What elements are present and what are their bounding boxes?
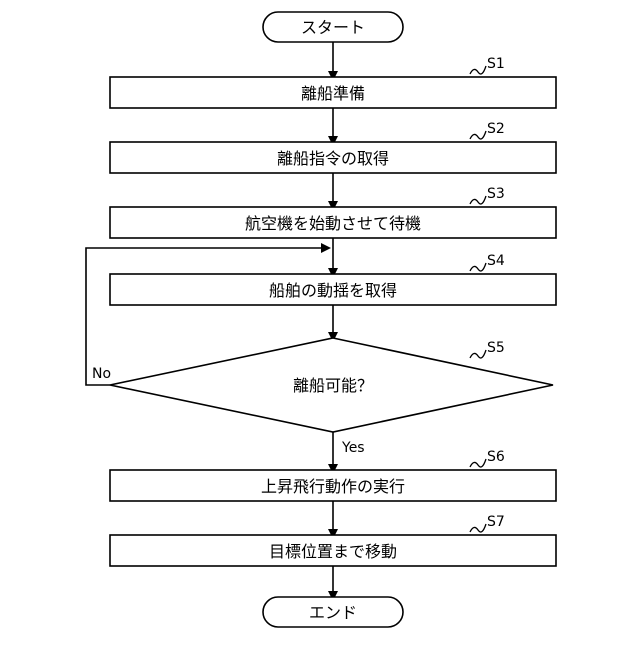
step-id-s5: S5 (487, 340, 505, 356)
decision-label-s5: 離船可能？ (293, 376, 373, 395)
end-label: エンド (309, 603, 357, 622)
step-tick-s6 (470, 459, 486, 467)
step-tick-s2 (470, 131, 486, 139)
step-id-s2: S2 (487, 121, 505, 137)
step-tick-s4 (470, 263, 486, 271)
step-tick-s1 (470, 66, 486, 74)
step-id-s4: S4 (487, 253, 505, 269)
process-label-s2: 離船指令の取得 (277, 149, 389, 168)
start-label: スタート (301, 18, 365, 37)
step-tick-s5 (470, 350, 486, 358)
step-tick-s7 (470, 524, 486, 532)
step-id-s3: S3 (487, 186, 505, 202)
process-label-s7: 目標位置まで移動 (269, 542, 397, 561)
process-label-s6: 上昇飛行動作の実行 (261, 477, 405, 496)
no-branch-label: No (92, 366, 111, 382)
yes-branch-label: Yes (341, 440, 365, 456)
step-id-s1: S1 (487, 56, 505, 72)
process-label-s1: 離船準備 (301, 84, 365, 103)
step-tick-s3 (470, 196, 486, 204)
process-label-s3: 航空機を始動させて待機 (245, 214, 421, 233)
process-label-s4: 船舶の動揺を取得 (269, 281, 397, 300)
step-id-s6: S6 (487, 449, 505, 465)
step-id-s7: S7 (487, 514, 505, 530)
